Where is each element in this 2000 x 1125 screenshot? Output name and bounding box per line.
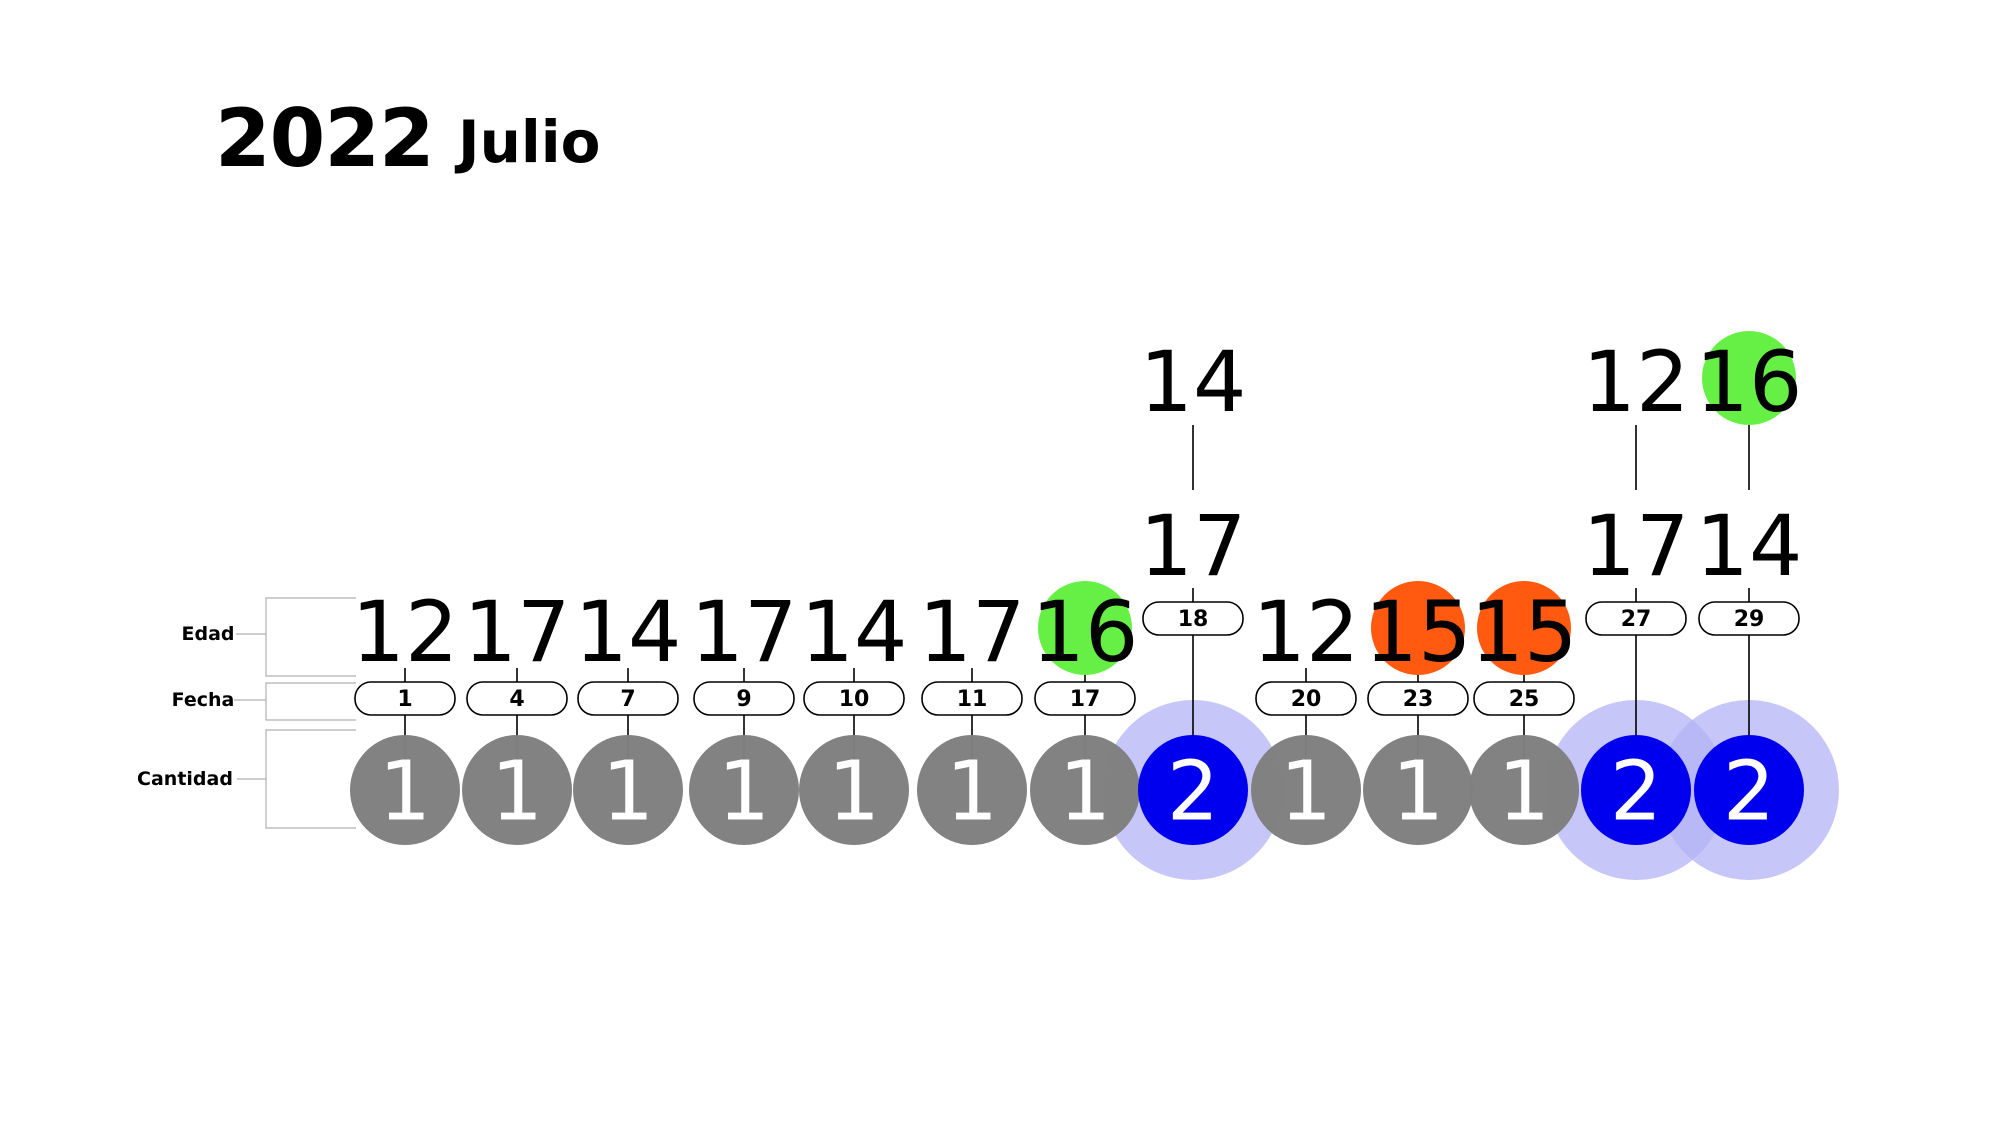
count-value: 1 [602, 745, 654, 840]
age-highlight-circle [1371, 581, 1465, 675]
age-value: 14 [575, 583, 682, 681]
count-value: 1 [828, 745, 880, 840]
age-value: 16 [1696, 333, 1803, 431]
date-value: 25 [1509, 687, 1540, 712]
date-value: 29 [1734, 607, 1765, 632]
date-value: 23 [1403, 687, 1434, 712]
count-circle [1694, 735, 1804, 845]
age-value: 14 [1140, 333, 1247, 431]
age-value: 12 [1583, 333, 1690, 431]
date-pill [803, 681, 905, 716]
bracket-age [265, 597, 356, 677]
age-value: 15 [1365, 583, 1472, 681]
date-value: 27 [1621, 607, 1652, 632]
date-pill [354, 681, 456, 716]
date-pill [693, 681, 795, 716]
age-value: 17 [691, 583, 798, 681]
date-pill [577, 681, 679, 716]
count-circle [799, 735, 909, 845]
date-value: 17 [1070, 687, 1101, 712]
row-label-age: Edad [181, 623, 234, 645]
date-pill [921, 681, 1023, 716]
age-value: 17 [1140, 497, 1247, 595]
count-circle [1251, 735, 1361, 845]
row-label-date: Fecha [172, 689, 235, 711]
count-value: 1 [718, 745, 770, 840]
date-pill [1142, 601, 1244, 636]
age-value: 14 [1696, 497, 1803, 595]
age-value: 12 [352, 583, 459, 681]
count-circle [350, 735, 460, 845]
count-circle [1581, 735, 1691, 845]
age-value: 17 [919, 583, 1026, 681]
count-value: 1 [1280, 745, 1332, 840]
count-circle [689, 735, 799, 845]
date-value: 18 [1178, 607, 1209, 632]
age-highlight-circle [1038, 581, 1132, 675]
count-value: 2 [1723, 745, 1775, 840]
date-value: 7 [620, 687, 635, 712]
count-circle [573, 735, 683, 845]
count-value: 2 [1610, 745, 1662, 840]
count-value: 1 [946, 745, 998, 840]
title-month: Julio [458, 108, 601, 176]
count-value: 1 [1392, 745, 1444, 840]
count-circle [1363, 735, 1473, 845]
age-value: 17 [1583, 497, 1690, 595]
age-highlight-circle [1477, 581, 1571, 675]
date-pill [1034, 681, 1136, 716]
row-label-count: Cantidad [137, 768, 233, 790]
date-value: 9 [736, 687, 751, 712]
date-pill [1698, 601, 1800, 636]
date-pill [1473, 681, 1575, 716]
count-value: 1 [1059, 745, 1111, 840]
count-value: 1 [1498, 745, 1550, 840]
count-circle [1469, 735, 1579, 845]
date-pill [1255, 681, 1357, 716]
count-value: 1 [379, 745, 431, 840]
age-value: 12 [1253, 583, 1360, 681]
date-value: 4 [509, 687, 524, 712]
date-pill [466, 681, 568, 716]
bracket-date [265, 682, 356, 721]
date-pill [1585, 601, 1687, 636]
title-year: 2022 [215, 92, 435, 185]
age-highlight-circle [1702, 331, 1796, 425]
age-value: 14 [801, 583, 908, 681]
date-value: 11 [957, 687, 988, 712]
age-value: 16 [1032, 583, 1139, 681]
date-value: 1 [397, 687, 412, 712]
count-circle [917, 735, 1027, 845]
age-value: 15 [1471, 583, 1578, 681]
count-value: 2 [1167, 745, 1219, 840]
count-circle [462, 735, 572, 845]
count-circle [1030, 735, 1140, 845]
date-value: 20 [1291, 687, 1322, 712]
date-value: 10 [839, 687, 870, 712]
age-value: 17 [464, 583, 571, 681]
count-value: 1 [491, 745, 543, 840]
bracket-count [265, 729, 356, 829]
count-circle [1138, 735, 1248, 845]
date-pill [1367, 681, 1469, 716]
